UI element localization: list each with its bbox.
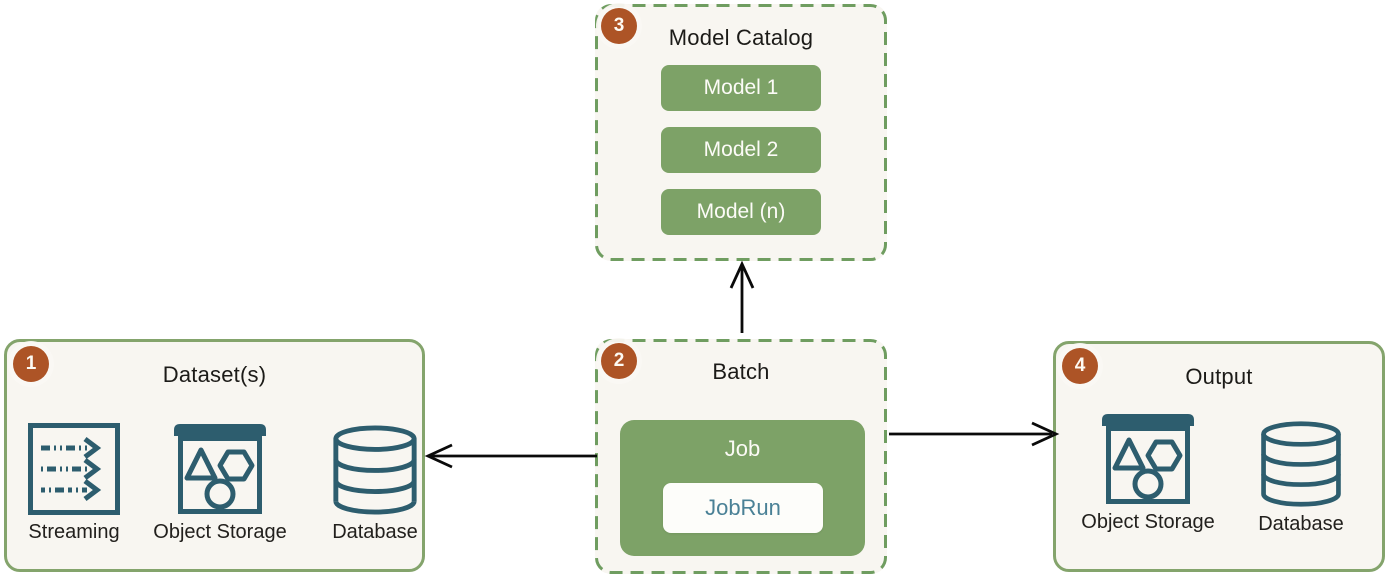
arrow-batch-to-model-catalog [729, 260, 755, 333]
model-button: Model (n) [661, 189, 821, 235]
item-label: Database [332, 521, 418, 543]
item-label: Database [1258, 513, 1344, 535]
panel-title: Output [1185, 364, 1253, 389]
item-label: Object Storage [1081, 511, 1215, 533]
model-button: Model 2 [661, 127, 821, 173]
step-badge-4: 4 [1062, 348, 1098, 384]
object-storage-icon [174, 424, 266, 514]
job-box: Job JobRun [620, 420, 865, 556]
database-icon [333, 425, 417, 515]
arrow-batch-to-output [889, 421, 1060, 447]
item-label: Streaming [28, 521, 120, 543]
streaming-icon [28, 423, 120, 515]
arrow-batch-to-dataset [424, 443, 597, 469]
output-panel: 4 Output Object Storage Database [1053, 341, 1385, 572]
jobrun-box: JobRun [663, 483, 823, 533]
model-list: Model 1 Model 2 Model (n) [595, 65, 887, 235]
model-button: Model 1 [661, 65, 821, 111]
item-label: Object Storage [153, 521, 287, 543]
object-storage-icon [1102, 414, 1194, 504]
step-badge-1: 1 [13, 346, 49, 382]
database-icon [1261, 421, 1341, 507]
output-item-database: Database [1246, 420, 1356, 536]
job-label: Job [724, 436, 761, 461]
dataset-item-object-storage: Object Storage [140, 422, 300, 544]
panel-title: Dataset(s) [162, 362, 267, 387]
dataset-item-streaming: Streaming [19, 422, 129, 544]
panel-title: Model Catalog [668, 25, 814, 50]
step-badge-3: 3 [601, 8, 637, 44]
batch-panel: 2 Batch Job JobRun [595, 339, 887, 574]
panel-title: Batch [712, 359, 770, 384]
model-catalog-panel: 3 Model Catalog Model 1 Model 2 Model (n… [595, 4, 887, 261]
dataset-item-database: Database [320, 424, 430, 544]
step-badge-2: 2 [601, 343, 637, 379]
dataset-panel: 1 Dataset(s) Streaming Object S [4, 339, 425, 572]
output-item-object-storage: Object Storage [1068, 412, 1228, 534]
